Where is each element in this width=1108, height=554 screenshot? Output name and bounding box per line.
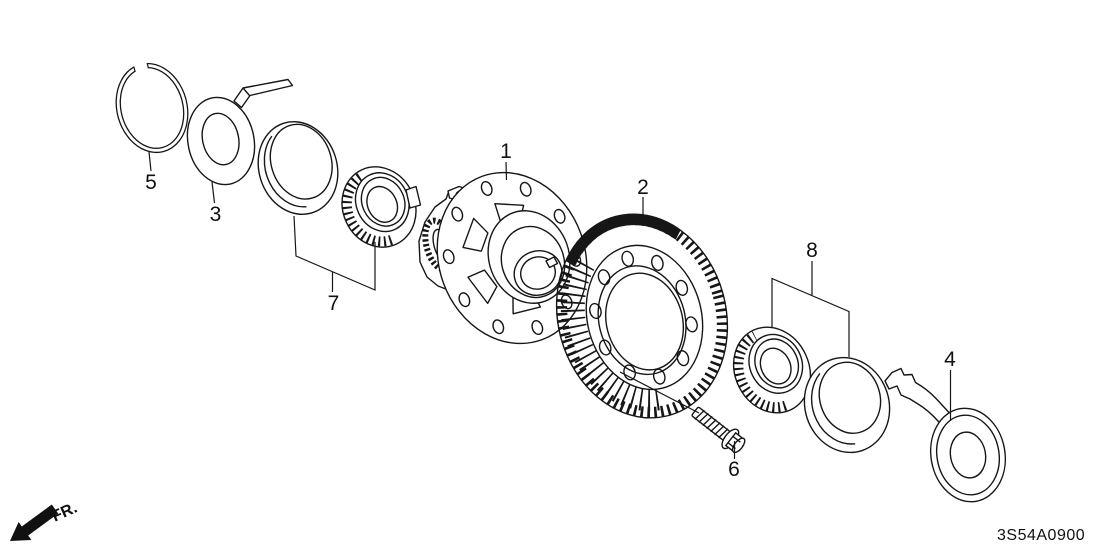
- diagram-code: 3S54A0900: [997, 527, 1085, 544]
- part-5-snap-ring: [115, 62, 189, 154]
- callout-5[interactable]: 5: [145, 171, 157, 194]
- gear-bolt-hole: [652, 368, 666, 385]
- flange-bolt-hole: [458, 292, 471, 308]
- part-8-bearing: [732, 326, 812, 414]
- flange-bolt-hole: [519, 181, 532, 197]
- callout-line-5: [148, 151, 152, 172]
- callout-6[interactable]: 6: [728, 458, 740, 481]
- flange-bolt-hole: [451, 206, 464, 222]
- flange-bolt-hole: [531, 320, 544, 336]
- callout-line-1: [505, 161, 508, 181]
- gear-bolt-hole: [685, 316, 698, 333]
- callout-2[interactable]: 2: [637, 176, 649, 199]
- part-3-thrust-washer: [186, 78, 294, 186]
- part-6-bolt: [691, 406, 746, 454]
- callout-line-3: [211, 181, 216, 204]
- flange-bolt-hole: [480, 180, 493, 196]
- bolt-threads: [694, 409, 729, 439]
- part-7-bearing: [341, 166, 417, 248]
- callout-7[interactable]: 7: [328, 292, 340, 315]
- washer-tab: [233, 78, 294, 109]
- part-2-ring-gear: [555, 213, 729, 419]
- flange-bolt-hole: [492, 319, 505, 335]
- part-1-differential-carrier: [405, 171, 588, 345]
- gear-bolt-hole: [675, 279, 689, 296]
- callout-line-7: [293, 215, 376, 292]
- flange-bolt-hole: [442, 249, 455, 265]
- fr-arrow-icon: [10, 504, 59, 541]
- flange-bolt-hole: [560, 294, 573, 310]
- callout-1[interactable]: 1: [500, 140, 512, 163]
- part-8-race: [803, 356, 891, 454]
- gear-bolt-hole: [651, 254, 664, 271]
- bearing-rollers: [341, 171, 394, 247]
- gear-bolt-hole: [597, 269, 611, 286]
- flange-bolt-hole: [553, 208, 566, 224]
- callout-line-6: [619, 371, 736, 459]
- gear-bolt-hole: [676, 350, 690, 367]
- callout-3[interactable]: 3: [210, 203, 222, 226]
- gear-bolt-hole: [598, 339, 612, 356]
- gear-helical-teeth: [560, 256, 660, 411]
- gear-teeth-shaded: [565, 214, 681, 267]
- gear-bolt-hole: [621, 250, 635, 267]
- part-4-set-ring: [884, 367, 1007, 503]
- gear-bolt-hole: [589, 302, 602, 320]
- fr-label: FR.: [49, 499, 79, 525]
- callout-4[interactable]: 4: [944, 348, 956, 371]
- callout-8[interactable]: 8: [806, 239, 818, 262]
- fr-direction-indicator: FR.: [10, 499, 80, 541]
- hub-keyway-notch: [545, 256, 559, 269]
- part-7-race: [257, 121, 339, 215]
- callout-line-8: [771, 261, 850, 357]
